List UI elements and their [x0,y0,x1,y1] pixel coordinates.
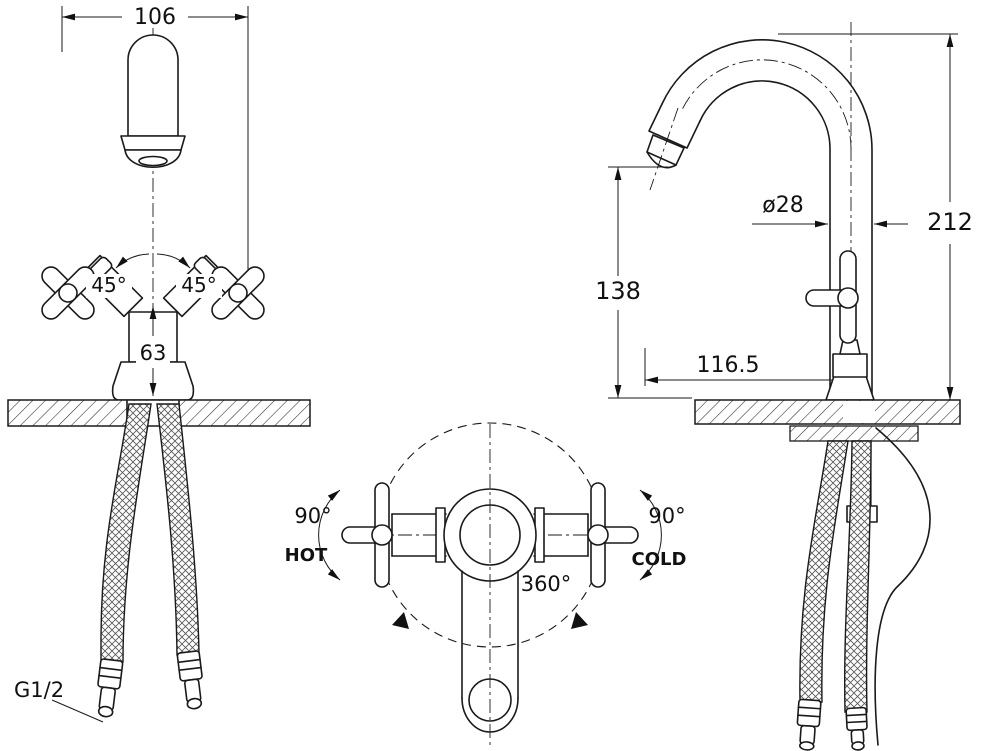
aerator-front [138,155,168,167]
hot-label: HOT [285,545,328,566]
valve-body-side [832,353,868,378]
dim-label-total-height: 212 [927,208,973,236]
top-view: 90° 90° HOT COLD 360° [285,422,687,745]
swivel-angle-label: 360° [521,572,572,596]
cross-handle-side[interactable] [805,250,859,344]
dim-label-reach: 116.5 [697,353,760,378]
dimension-base-height: 63 [136,306,170,396]
side-view: 212 ø28 138 [595,22,973,751]
centerline-bend [680,59,852,151]
thread-size-label: G1/2 [14,678,64,702]
supply-hose-left [100,403,152,663]
dimension-reach: 116.5 [644,348,851,386]
angle-dimension-right: 45° [156,253,222,298]
hose-fitting-left [97,658,124,718]
cross-handle-left-top[interactable] [341,482,393,588]
dim-label-diameter: ø28 [762,193,803,218]
counter-side [694,399,961,425]
base-flange-side [825,375,875,401]
angle-label-right: 45° [181,273,216,297]
handle-stem-side [839,339,861,355]
spout-dome [124,149,182,169]
mounting-washer [789,425,919,442]
rotation-arc-left [318,489,341,581]
rotation-arc-right [639,489,662,581]
supply-hose-right-side [843,440,872,713]
hose-fitting-right [176,650,203,710]
hose-fitting-left-side [796,698,822,751]
supply-hose-right [156,403,200,656]
angle-label-left: 45° [91,273,126,297]
cross-handle-right-top[interactable] [587,482,639,588]
dim-label-base-height: 63 [140,341,167,365]
angle-label-90-right: 90° [648,504,685,528]
dim-label-width: 106 [134,5,176,30]
angle-label-90-left: 90° [294,504,331,528]
hose-fitting-right-side [845,706,868,751]
cross-handle-left[interactable] [38,263,97,322]
dimension-diameter: ø28 [752,193,908,228]
front-view: 106 [7,5,311,723]
dimension-outlet-height: 138 [595,166,692,399]
gooseneck-spout [646,39,873,401]
spout-front [120,34,186,169]
dim-label-outlet-height: 138 [595,277,641,305]
spout-collar [120,135,186,151]
dimension-total-height: 212 [778,33,973,400]
swivel-arrow-left [392,612,409,629]
thread-callout: G1/2 [14,678,104,723]
supply-line-curve [874,427,931,746]
centerline-tip [649,107,679,191]
cold-label: COLD [632,549,687,570]
angle-dimension-left: 45° [86,253,150,298]
dimension-width: 106 [61,5,249,286]
swivel-arrow-right [571,612,588,629]
supply-hose-left-side [799,440,849,703]
